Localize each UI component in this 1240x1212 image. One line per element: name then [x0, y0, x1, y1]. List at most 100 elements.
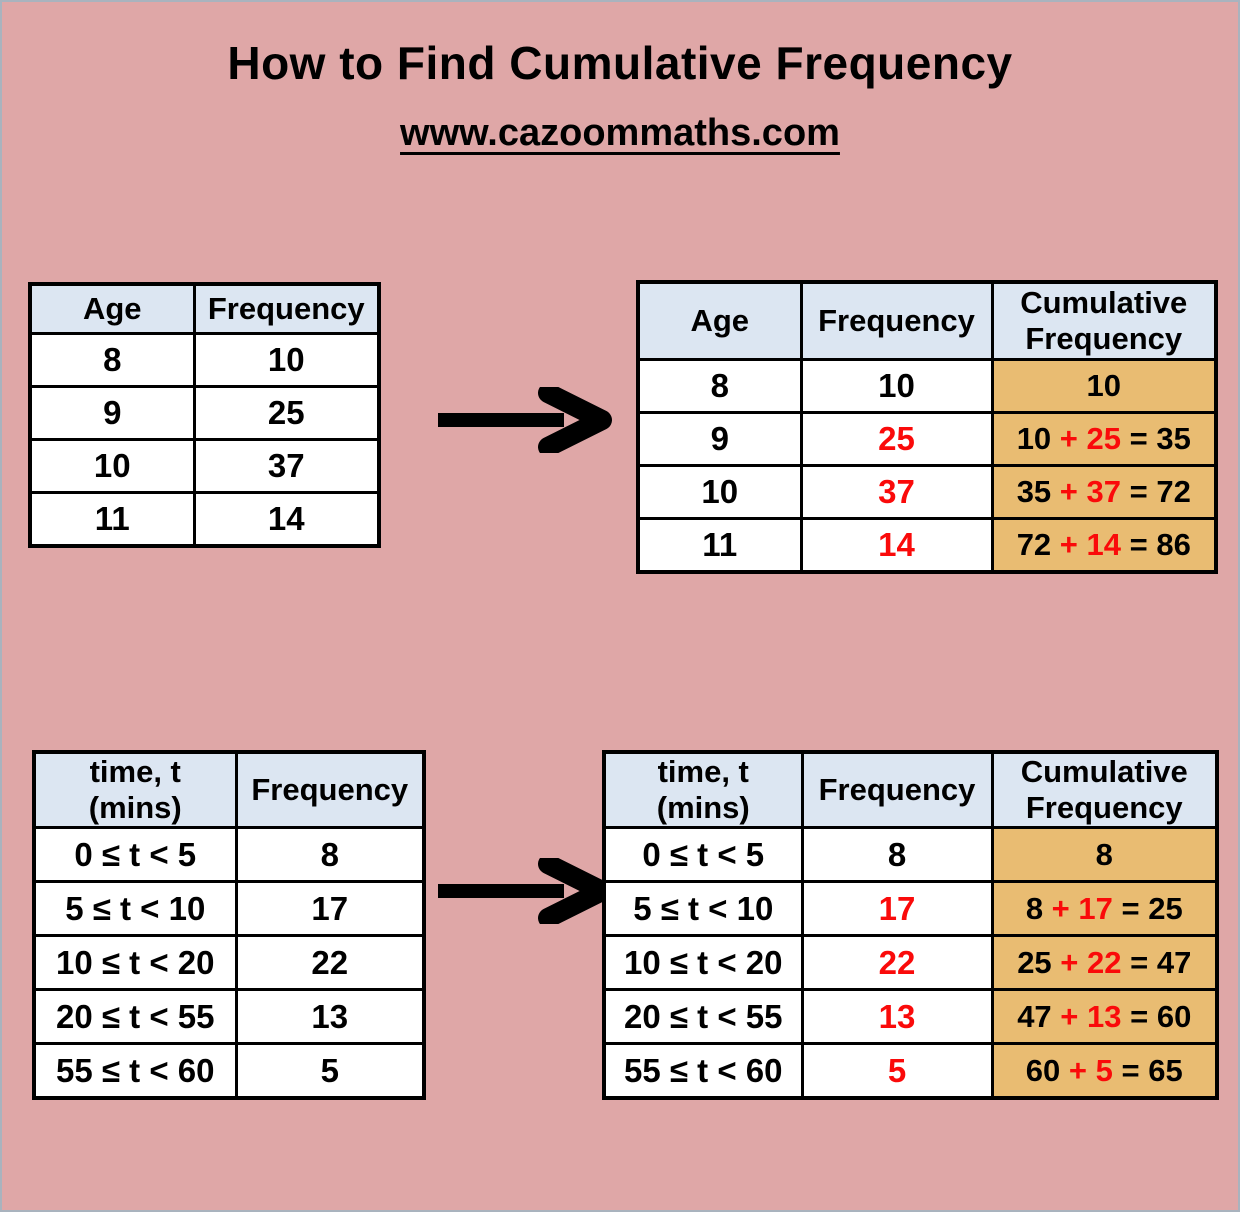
cumulative-frequency-cell: 35 + 37 = 72	[990, 464, 1218, 520]
cell-text: 20 ≤ t < 55	[56, 997, 215, 1035]
table-cell: 10	[799, 358, 994, 414]
table-row: 10 37	[28, 438, 381, 494]
cumulative-frequency-cell: 8 + 17 = 25	[990, 880, 1219, 937]
table-cell: 22	[800, 934, 994, 991]
cell-text: 10	[701, 473, 739, 510]
table-cell: 14	[192, 491, 381, 548]
table-cell: 0 ≤ t < 5	[602, 826, 804, 883]
table-cell: 37	[799, 464, 994, 520]
table-cell: 13	[234, 988, 426, 1045]
cell-text: = 60	[1121, 998, 1192, 1034]
table-row: 20 ≤ t < 55 13	[32, 988, 426, 1045]
cell-text: 13	[311, 997, 349, 1035]
column-header: Age	[636, 280, 803, 361]
cell-text: 9	[103, 394, 122, 431]
table-cell: 8	[234, 826, 426, 883]
cell-text: = 25	[1112, 890, 1183, 926]
column-header: time, t(mins)	[32, 750, 238, 829]
cell-text: 8	[103, 341, 122, 378]
arrow-right-icon	[438, 387, 612, 453]
table-cell: 22	[234, 934, 426, 991]
table-cell: 55 ≤ t < 60	[32, 1042, 238, 1100]
column-header: Frequency	[800, 750, 994, 829]
cell-text: 5 ≤ t < 10	[633, 889, 774, 927]
table-cell: 8	[636, 358, 803, 414]
cell-text: 10	[878, 367, 915, 404]
table-row: 5 ≤ t < 10 17 8 + 17 = 25	[602, 880, 1219, 937]
added-value-text: + 13	[1060, 998, 1122, 1034]
cumulative-frequency-cell: 10 + 25 = 35	[990, 411, 1218, 467]
cell-text: 5 ≤ t < 10	[65, 889, 206, 927]
cell-text: 47	[1017, 998, 1061, 1034]
table-cell: 17	[234, 880, 426, 937]
added-value-text: 17	[878, 889, 916, 927]
table-cell: 25	[799, 411, 994, 467]
cell-text: 11	[702, 526, 738, 563]
added-value-text: 5	[887, 1051, 907, 1089]
cell-text: 37	[267, 447, 305, 484]
table-row: 10 ≤ t < 20 22 25 + 22 = 47	[602, 934, 1219, 991]
cell-text: 25	[1017, 944, 1061, 980]
added-value-text: + 5	[1068, 1052, 1113, 1088]
cell-text: 25	[267, 394, 305, 431]
table-cell: 5	[234, 1042, 426, 1100]
table-cell: 9	[636, 411, 803, 467]
table-row: 8 10 10	[636, 358, 1218, 414]
added-value-text: + 25	[1059, 421, 1121, 456]
cell-text: 35	[1016, 474, 1060, 509]
table-cell: 5	[800, 1042, 994, 1100]
website-link[interactable]: www.cazoommaths.com	[400, 112, 840, 154]
cell-text: 8	[710, 367, 729, 404]
added-value-text: + 14	[1059, 527, 1121, 562]
added-value-text: 14	[878, 526, 915, 563]
cell-text: 10 ≤ t < 20	[624, 943, 783, 981]
table-row: 10 ≤ t < 20 22	[32, 934, 426, 991]
arrow-right-icon	[438, 858, 612, 924]
cell-text: 20 ≤ t < 55	[624, 997, 783, 1035]
table-row: 9 25	[28, 385, 381, 441]
column-header: Frequency	[234, 750, 426, 829]
cell-text: 8	[1025, 890, 1052, 926]
cell-text: 10 ≤ t < 20	[56, 943, 215, 981]
table-cell: 9	[28, 385, 196, 441]
cell-text: = 72	[1121, 474, 1191, 509]
added-value-text: 37	[878, 473, 915, 510]
cell-text: 10	[93, 447, 131, 484]
cumulative-frequency-cell: 47 + 13 = 60	[990, 988, 1219, 1045]
table-cell: 20 ≤ t < 55	[32, 988, 238, 1045]
table-cell: 10	[192, 332, 381, 388]
added-value-text: + 22	[1060, 944, 1122, 980]
added-value-text: + 37	[1059, 474, 1121, 509]
cumulative-frequency-cell: 25 + 22 = 47	[990, 934, 1219, 991]
cell-text: 10	[1086, 368, 1121, 403]
cell-text: 22	[311, 943, 349, 981]
cumulative-frequency-cell: 8	[990, 826, 1219, 883]
cell-text: 11	[94, 500, 130, 537]
table-cell: 11	[28, 491, 196, 548]
cell-text: 17	[311, 889, 349, 927]
table-cell: 55 ≤ t < 60	[602, 1042, 804, 1100]
table-cell: 11	[636, 517, 803, 574]
column-header: Frequency	[799, 280, 994, 361]
cell-text: 8	[1095, 836, 1113, 872]
table-cell: 25	[192, 385, 381, 441]
added-value-text: 22	[878, 943, 916, 981]
table-cell: 17	[800, 880, 994, 937]
cell-text: = 65	[1112, 1052, 1183, 1088]
cell-text: 14	[267, 500, 305, 537]
